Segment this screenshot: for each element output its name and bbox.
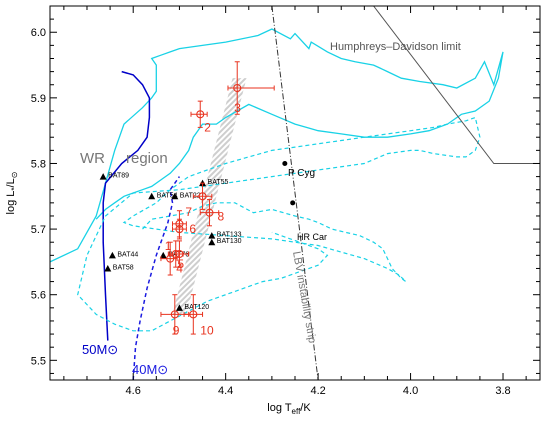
measurement-marker [233, 83, 242, 93]
star-label: BAT120 [184, 304, 209, 311]
track-layer [49, 5, 540, 381]
y-tick-label: 5.5 [31, 355, 46, 367]
hd-limit-line [373, 5, 540, 164]
star-marker [175, 304, 183, 311]
mass-50-label: 50M⊙ [82, 342, 118, 357]
x-tick-label: 4.6 [126, 385, 141, 397]
x-axis-title: log Teff/K [267, 402, 311, 416]
measurement-label: 10 [200, 323, 214, 337]
star-marker [104, 264, 112, 272]
track-40msun [77, 116, 481, 332]
measurement-marker [170, 310, 179, 319]
measurement-marker [175, 249, 184, 259]
y-tick-label: 6.0 [31, 27, 46, 39]
star-label: BAT89 [108, 173, 129, 180]
hd-limit-label: Humphreys–Davidson limit [330, 41, 461, 53]
pcyg-label: P Cyg [288, 168, 315, 179]
star-marker [208, 232, 216, 239]
x-tick-label: 4.0 [403, 385, 418, 397]
star-label: BAT133 [217, 232, 242, 239]
y-tick-label: 5.6 [31, 290, 46, 302]
hrcar-label: HR Car [297, 232, 327, 242]
star-marker [159, 251, 167, 259]
star-marker [108, 251, 116, 259]
measurement-label: 8 [217, 210, 224, 224]
measurement-label: 9 [173, 323, 180, 337]
track-50msun [49, 28, 504, 263]
star-label: BAT44 [117, 251, 138, 258]
star-label: BAT22 [180, 192, 201, 199]
region-label: region [126, 150, 168, 167]
measurement-label: 3 [234, 101, 241, 115]
measurement-marker [196, 110, 205, 119]
y-axis-title: log L*/L⊙ [5, 172, 19, 215]
measurement-marker [175, 219, 184, 228]
lbv-star-marker [290, 200, 296, 206]
measurement-label: 6 [189, 222, 196, 236]
measurement-marker [189, 310, 198, 319]
wr-track-40msun [132, 176, 181, 381]
x-tick-label: 4.2 [310, 385, 325, 397]
star-label: BAT54 [157, 192, 178, 199]
measurement-label: 1 [165, 239, 172, 253]
y-tick-label: 5.7 [31, 224, 46, 236]
star-label: BAT55 [208, 179, 229, 186]
x-tick-label: 4.4 [218, 385, 233, 397]
lbv-star-marker [282, 160, 288, 166]
measurement-label: 5 [177, 257, 184, 271]
star-label: BAT130 [217, 238, 242, 245]
measurement-marker [205, 208, 214, 217]
wr-label: WR [80, 150, 105, 167]
x-tick-label: 3.8 [495, 385, 510, 397]
y-tick-label: 5.8 [31, 158, 46, 170]
lbv-strip-label: LBV instability strip [290, 250, 318, 344]
star-label: BAT58 [113, 264, 134, 271]
star-marker [148, 192, 156, 200]
measurement-marker [198, 192, 207, 201]
measurement-label: 4 [176, 262, 183, 276]
measurement-label: 2 [204, 120, 211, 134]
star-marker [208, 238, 216, 246]
measurement-label: 7 [185, 205, 192, 219]
axes-layer: 4.6 4.4 4.2 4.0 3.8 5.5 5.6 5.7 5.8 5.9 6.0 log Tef… [5, 5, 541, 416]
mass-40-label: 40M⊙ [132, 362, 168, 377]
star-marker [99, 173, 107, 180]
y-tick-label: 5.9 [31, 93, 46, 105]
lbv-strip-line [271, 5, 319, 381]
wr-track-50msun [102, 70, 151, 341]
star-marker [171, 192, 179, 200]
